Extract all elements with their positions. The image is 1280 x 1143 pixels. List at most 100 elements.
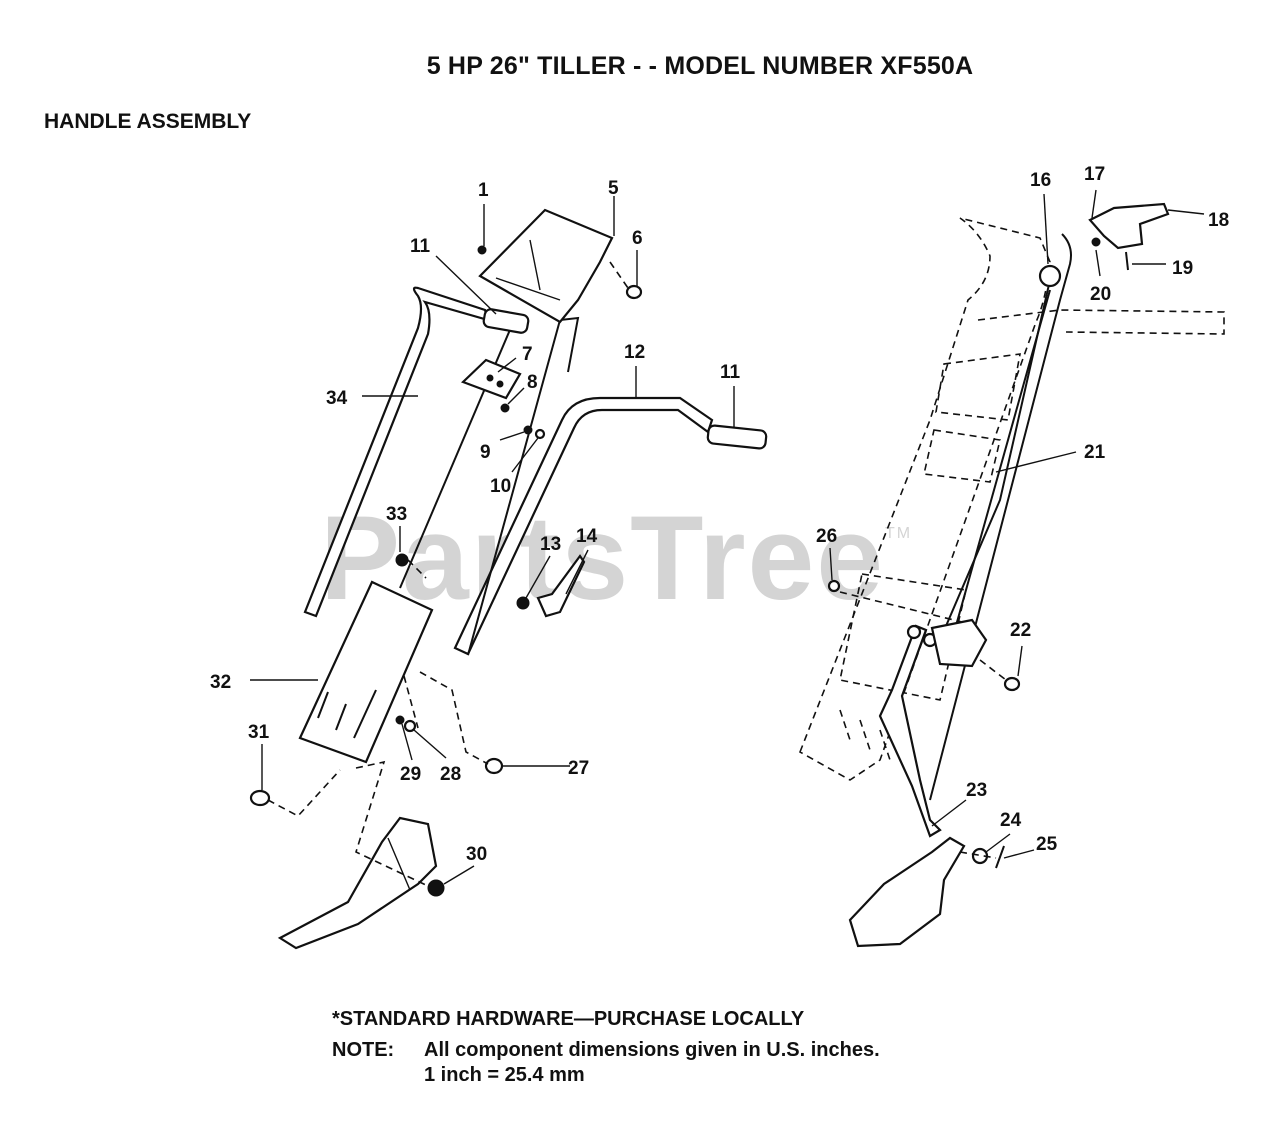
callout-6: 6 bbox=[632, 228, 643, 249]
diagram-title: 5 HP 26" TILLER - - MODEL NUMBER XF550A bbox=[426, 52, 974, 80]
ghost-plate bbox=[839, 573, 967, 701]
callout-9: 9 bbox=[480, 442, 491, 463]
callout-13: 13 bbox=[540, 534, 561, 555]
leader-9 bbox=[499, 431, 525, 441]
callout-16: 16 bbox=[1030, 170, 1051, 191]
assembly-line-27 bbox=[419, 671, 489, 765]
ghost-handle-outline bbox=[799, 217, 1051, 781]
leader-13 bbox=[525, 555, 551, 599]
left-handle-assembly: 1 5 6 11 7 8 9 10 12 11 34 33 13 14 32 3… bbox=[210, 178, 768, 950]
rod-pivot bbox=[906, 624, 922, 640]
leader-23 bbox=[931, 799, 967, 827]
bracket-hole bbox=[486, 374, 494, 382]
assembly-line-26 bbox=[839, 591, 963, 623]
mount-plate-slot-2 bbox=[335, 703, 347, 731]
screw-1 bbox=[477, 245, 487, 255]
shift-rod bbox=[878, 624, 942, 838]
assembly-line-30 bbox=[355, 760, 429, 887]
knob-31 bbox=[249, 789, 271, 807]
callout-26: 26 bbox=[816, 526, 837, 547]
leader-11a bbox=[435, 255, 497, 315]
lower-bracket-right bbox=[848, 836, 966, 948]
callout-1: 1 bbox=[478, 180, 489, 201]
watermark-tm: TM bbox=[885, 525, 913, 542]
screw-9 bbox=[523, 425, 533, 435]
lower-bracket-edge bbox=[387, 837, 411, 891]
leader-30 bbox=[443, 865, 475, 885]
screw-26 bbox=[827, 579, 841, 593]
callout-18: 18 bbox=[1208, 210, 1229, 231]
callout-21: 21 bbox=[1084, 442, 1106, 463]
bolt-22-head bbox=[1003, 676, 1021, 692]
washer-28 bbox=[403, 719, 417, 733]
assembly-line-6 bbox=[609, 261, 629, 289]
handle-frame-right-rod bbox=[467, 316, 580, 656]
leader-25 bbox=[1003, 849, 1035, 859]
callout-8: 8 bbox=[527, 372, 538, 393]
left-handle-bar bbox=[303, 286, 490, 618]
control-cable bbox=[929, 233, 1072, 801]
lower-handle-bracket bbox=[277, 816, 438, 950]
nut-30 bbox=[427, 879, 445, 897]
standard-hardware-note: *STANDARD HARDWARE—PURCHASE LOCALLY bbox=[332, 1008, 805, 1030]
note-text: All component dimensions given in U.S. i… bbox=[424, 1039, 880, 1061]
callout-33: 33 bbox=[386, 504, 407, 525]
leader-8 bbox=[507, 387, 525, 405]
callout-20: 20 bbox=[1090, 284, 1111, 305]
throttle-washer-20 bbox=[1091, 237, 1101, 247]
throttle-screw-19 bbox=[1125, 251, 1129, 271]
bolt-6-head bbox=[625, 284, 643, 300]
callout-10: 10 bbox=[490, 476, 511, 497]
ghost-plate-slots bbox=[839, 709, 891, 761]
leader-16 bbox=[1043, 193, 1049, 265]
shift-bracket bbox=[930, 618, 988, 668]
assembly-line-31 bbox=[267, 769, 341, 817]
nut-8 bbox=[500, 403, 510, 413]
assembly-line-33 bbox=[407, 559, 427, 579]
leader-26 bbox=[829, 547, 833, 581]
bolt-27-head bbox=[484, 757, 504, 775]
callout-29: 29 bbox=[400, 764, 421, 785]
nut-33 bbox=[395, 553, 409, 567]
conversion-note: 1 inch = 25.4 mm bbox=[424, 1064, 585, 1086]
leader-21 bbox=[995, 451, 1077, 473]
callout-14: 14 bbox=[576, 526, 598, 547]
bracket-hole-2 bbox=[496, 380, 504, 388]
callout-22: 22 bbox=[1010, 620, 1031, 641]
throttle-control bbox=[1088, 202, 1170, 250]
assembly-line-28 bbox=[403, 675, 419, 729]
callout-11a: 11 bbox=[410, 236, 431, 257]
leader-28 bbox=[413, 729, 447, 759]
mount-plate-slot-1 bbox=[317, 691, 329, 719]
callout-31: 31 bbox=[248, 722, 270, 743]
callout-12: 12 bbox=[624, 342, 645, 363]
callout-27: 27 bbox=[568, 758, 589, 779]
leader-7 bbox=[497, 357, 517, 373]
control-panel-edge bbox=[495, 277, 561, 301]
callout-11b: 11 bbox=[720, 362, 741, 383]
dimension-note: NOTE:All component dimensions given in U… bbox=[332, 1039, 880, 1062]
leader-29 bbox=[401, 723, 413, 761]
ghost-panel-lower bbox=[923, 429, 1001, 483]
leader-20 bbox=[1095, 249, 1101, 277]
leader-17 bbox=[1091, 189, 1097, 219]
leader-14 bbox=[565, 549, 589, 595]
washer-10 bbox=[534, 428, 546, 440]
shift-lever bbox=[536, 554, 586, 618]
callout-30: 30 bbox=[466, 844, 487, 865]
right-grip bbox=[706, 424, 768, 450]
ghost-panel bbox=[935, 353, 1021, 421]
screw-29 bbox=[395, 715, 405, 725]
assembly-line-24 bbox=[959, 851, 997, 859]
callout-19: 19 bbox=[1172, 258, 1193, 279]
right-handle-assembly: 16 17 18 19 20 21 26 22 23 24 25 bbox=[799, 164, 1229, 948]
mount-plate-slot-3 bbox=[353, 689, 377, 739]
ghost-handle-crossbar bbox=[977, 309, 1225, 335]
cable-knob bbox=[1038, 264, 1062, 288]
callout-17: 17 bbox=[1084, 164, 1105, 185]
leader-18 bbox=[1167, 209, 1205, 215]
callout-7: 7 bbox=[522, 344, 533, 365]
bracket-pin-25 bbox=[995, 845, 1005, 869]
nut-13 bbox=[516, 596, 530, 610]
